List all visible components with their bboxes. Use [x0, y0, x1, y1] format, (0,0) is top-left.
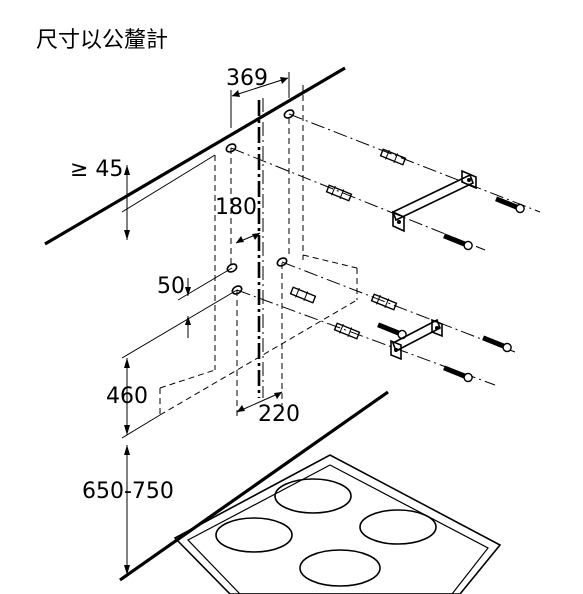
screws — [377, 196, 525, 383]
worktop-edge — [119, 390, 389, 582]
burner — [299, 549, 381, 587]
burner — [359, 509, 437, 545]
dimension-50-label: 50 — [157, 274, 185, 299]
dimension-220-label: 220 — [258, 402, 300, 427]
burner — [215, 517, 293, 553]
cooktop — [173, 454, 502, 594]
burner — [274, 478, 352, 514]
dimension-min-45-label: ≥ 45 — [70, 157, 124, 182]
dimension-369-label: 369 — [226, 66, 268, 91]
dimension-650-750-label: 650-750 — [82, 479, 174, 504]
dimension-lines — [121, 72, 290, 575]
mounting-bracket-lower — [390, 318, 443, 361]
dimension-460-label: 460 — [106, 384, 148, 409]
dimension-180-label: 180 — [215, 195, 257, 220]
ceiling-edge — [44, 66, 346, 246]
mounting-bracket-upper — [391, 169, 477, 233]
vertical-guides — [214, 85, 304, 420]
wall-plugs — [289, 148, 407, 340]
unit-caption: 尺寸以公釐計 — [36, 28, 169, 53]
chimney-outline — [159, 254, 358, 416]
